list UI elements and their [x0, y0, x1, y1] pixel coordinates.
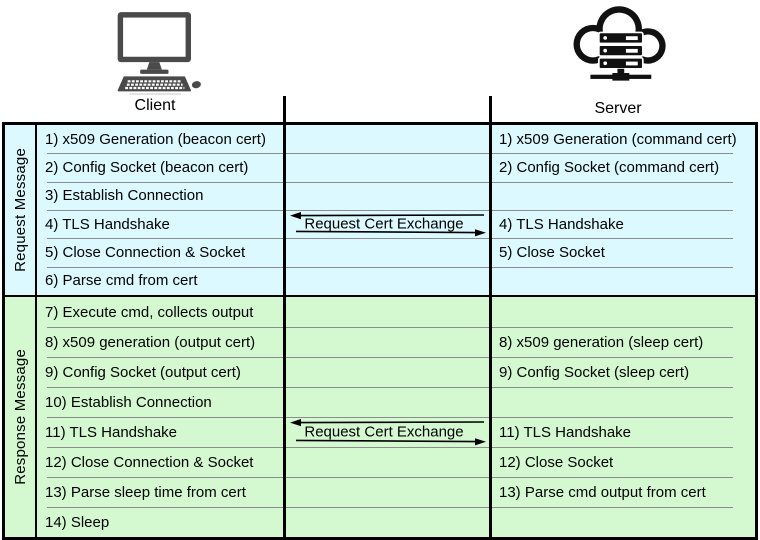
response-rows: 7) Execute cmd, collects output 8) x509 … — [37, 297, 755, 537]
server-step-cell — [491, 267, 755, 295]
exchange-cell — [285, 327, 491, 357]
request-message-section: Request Message 1) x509 Generation (beac… — [5, 125, 755, 295]
left-arrow-icon — [290, 211, 484, 220]
client-step-cell: 6) Parse cmd from cert — [45, 272, 198, 290]
client-lifeline — [283, 96, 286, 537]
exchange-label: Request Cert Exchange — [304, 423, 464, 441]
client-step-cell: 13) Parse sleep time from cert — [45, 483, 246, 501]
server-step-cell: 5) Close Socket — [499, 243, 605, 261]
row-separator — [47, 238, 733, 240]
exchange-cell — [285, 297, 491, 327]
row-separator — [47, 327, 733, 328]
server-step-cell: 8) x509 generation (sleep cert) — [499, 333, 704, 351]
server-label: Server — [594, 100, 642, 117]
client-step-cell: 1) x509 Generation (beacon cert) — [45, 130, 266, 148]
server-lifeline — [489, 96, 492, 537]
exchange-cell — [285, 182, 491, 210]
client-step-cell: 14) Sleep — [45, 513, 110, 531]
client-step-cell: 4) TLS Handshake — [45, 215, 170, 233]
flow-row: 14) Sleep — [37, 507, 755, 537]
flow-row: 11) TLS Handshake Request Cert Exchange … — [37, 417, 755, 448]
right-arrow-icon — [296, 438, 486, 446]
exchange-cell — [285, 238, 491, 266]
exchange-cell — [285, 357, 491, 387]
exchange-cell — [285, 477, 491, 507]
client-step-cell: 7) Execute cmd, collects output — [45, 303, 254, 321]
row-separator — [47, 387, 733, 388]
client-step-cell: 12) Close Connection & Socket — [45, 453, 254, 471]
exchange-cell — [285, 125, 491, 153]
client-step-cell: 3) Establish Connection — [45, 187, 204, 205]
row-separator — [47, 447, 733, 448]
flow-row: 9) Config Socket (output cert) 9) Config… — [37, 357, 755, 388]
flow-row: 4) TLS Handshake Request Cert Exchange 4… — [37, 210, 755, 240]
server-cloud-icon — [573, 6, 666, 81]
server-step-cell: 4) TLS Handshake — [499, 215, 624, 233]
client-step-cell: 2) Config Socket (beacon cert) — [45, 158, 249, 176]
row-separator — [47, 266, 733, 268]
request-message-side-label: Request Message — [5, 125, 37, 295]
client-step-cell: 9) Config Socket (output cert) — [45, 363, 241, 381]
row-separator — [47, 181, 733, 183]
right-arrow-icon — [296, 229, 486, 237]
client-step-cell: 10) Establish Connection — [45, 393, 212, 411]
row-separator — [47, 507, 733, 508]
row-separator — [47, 357, 733, 358]
client-label: Client — [134, 97, 176, 114]
server-step-cell: 1) x509 Generation (command cert) — [499, 130, 737, 148]
flow-row: 12) Close Connection & Socket 12) Close … — [37, 447, 755, 478]
server-step-cell — [491, 387, 755, 417]
flow-row: 10) Establish Connection — [37, 387, 755, 418]
exchange-cell: Request Cert Exchange — [285, 210, 491, 238]
left-arrow-icon — [290, 419, 484, 427]
exchange-cell — [285, 153, 491, 181]
exchange-cell — [285, 267, 491, 295]
row-separator — [47, 209, 733, 211]
response-message-side-label: Response Message — [5, 297, 37, 537]
exchange-cell — [285, 387, 491, 417]
exchange-cell — [285, 507, 491, 537]
server-step-cell — [491, 182, 755, 210]
client-computer-icon — [117, 12, 201, 96]
section-label-text: Request Message — [11, 148, 29, 272]
server-step-cell: 11) TLS Handshake — [499, 423, 632, 441]
exchange-label: Request Cert Exchange — [304, 215, 464, 233]
server-step-cell: 12) Close Socket — [499, 453, 614, 471]
flow-row: 7) Execute cmd, collects output — [37, 297, 755, 328]
row-separator — [47, 477, 733, 478]
server-step-cell — [491, 297, 755, 327]
row-separator — [47, 153, 733, 155]
exchange-cell — [285, 447, 491, 477]
flow-table: Request Message 1) x509 Generation (beac… — [2, 122, 758, 540]
row-separator — [47, 417, 733, 418]
flow-row: 5) Close Connection & Socket 5) Close So… — [37, 238, 755, 268]
flow-row: 8) x509 generation (output cert) 8) x509… — [37, 327, 755, 358]
flow-row: 13) Parse sleep time from cert 13) Parse… — [37, 477, 755, 508]
flow-row: 3) Establish Connection — [37, 182, 755, 211]
request-rows: 1) x509 Generation (beacon cert) 1) x509… — [37, 125, 755, 295]
exchange-cell: Request Cert Exchange — [285, 417, 491, 447]
flow-row: 6) Parse cmd from cert — [37, 267, 755, 295]
client-step-cell: 5) Close Connection & Socket — [45, 243, 246, 261]
section-label-text: Response Message — [11, 349, 29, 485]
client-step-cell: 8) x509 generation (output cert) — [45, 333, 256, 351]
response-message-section: Response Message 7) Execute cmd, collect… — [5, 295, 755, 537]
flow-row: 1) x509 Generation (beacon cert) 1) x509… — [37, 125, 755, 155]
server-step-cell: 9) Config Socket (sleep cert) — [499, 363, 690, 381]
flow-row: 2) Config Socket (beacon cert) 2) Config… — [37, 153, 755, 183]
server-step-cell: 13) Parse cmd output from cert — [499, 483, 706, 501]
client-step-cell: 11) TLS Handshake — [45, 423, 178, 441]
server-step-cell — [491, 507, 755, 537]
server-step-cell: 2) Config Socket (command cert) — [499, 158, 720, 176]
